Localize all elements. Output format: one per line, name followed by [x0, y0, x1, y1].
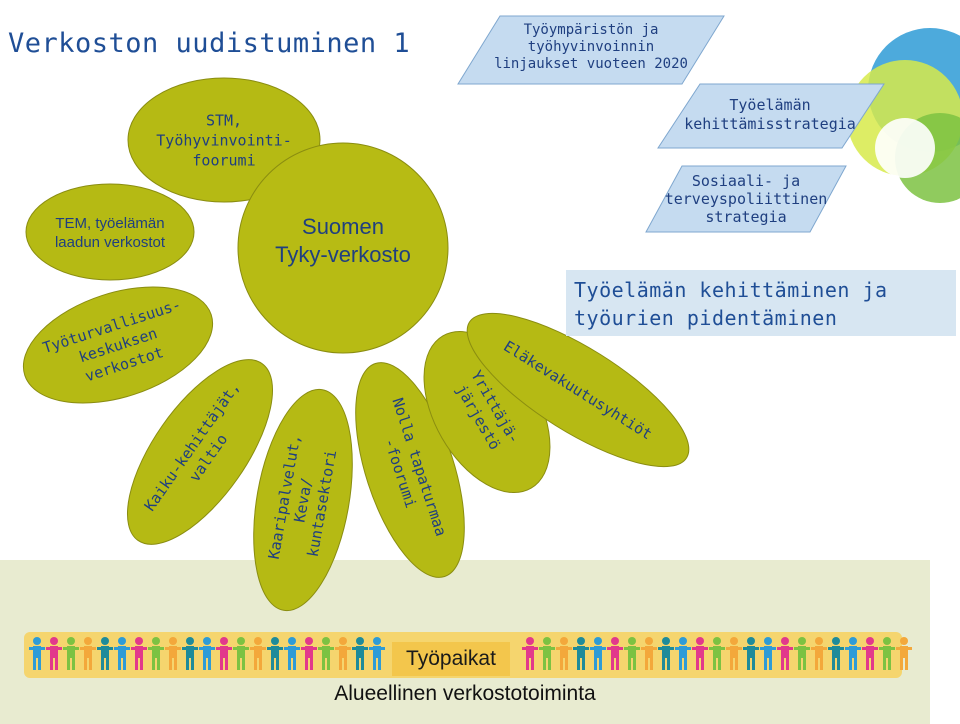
petal-stm-label-line: foorumi [192, 151, 255, 169]
person-icon [250, 637, 266, 670]
highlight-line-2: työurien pidentäminen [574, 306, 838, 330]
center-label-line-2: Tyky-verkosto [275, 242, 411, 267]
person-icon [726, 637, 742, 670]
parallelogram-text-sosiaali: Sosiaali- ja terveyspoliittinen strategi… [656, 172, 836, 226]
person-icon [148, 637, 164, 670]
person-icon [233, 637, 249, 670]
parallelogram-sosiaali-strategia [645, 165, 847, 233]
petal-nolla-tapaturmaa: Nolla tapaturmaa-foorumi [355, 362, 465, 578]
people-row [29, 637, 912, 670]
petal-kaiku-shape [126, 359, 274, 545]
person-icon [828, 637, 844, 670]
person-icon [267, 637, 283, 670]
sosiaali-line-3: strategia [705, 208, 787, 226]
petal-stm-label-line: Työhyvinvointi- [156, 131, 291, 149]
person-icon [845, 637, 861, 670]
petal-stm-label-line: STM, [206, 111, 242, 129]
petal-kaiku: Kaiku-kehittäjät,valtio [126, 359, 274, 545]
person-icon [80, 637, 96, 670]
person-icon [165, 637, 181, 670]
regional-label-text: Alueellinen verkostotoiminta [334, 682, 596, 705]
petal-tem-label-line: TEM, työelämän [55, 215, 164, 232]
person-icon [590, 637, 606, 670]
petal-nolla-tapaturmaa-shape [355, 362, 465, 578]
highlight-box: Työelämän kehittäminen ja työurien piden… [566, 270, 956, 336]
parallelogram-text-kehittamisstrategia: Työelämän kehittämisstrategia [670, 96, 870, 134]
person-icon [709, 637, 725, 670]
linjaukset-line-1: Työympäristön ja [523, 22, 659, 38]
petal-elakevakuutus-shape [466, 312, 690, 468]
linjaukset-line-3: linjaukset vuoteen 2020 [494, 56, 688, 72]
petal-elakevakuutus: Eläkevakuutusyhtiöt [466, 312, 690, 468]
page-title: Verkoston uudistuminen 1 [8, 28, 411, 59]
petal-kaaripalvelut: Kaaripalvelut,Keva/kuntasektori [253, 388, 353, 612]
linjaukset-line-2: työhyvinvoinnin [527, 39, 655, 55]
person-icon [46, 637, 62, 670]
person-icon [743, 637, 759, 670]
person-icon [624, 637, 640, 670]
person-icon [284, 637, 300, 670]
person-icon [607, 637, 623, 670]
parallelogram-linjaukset [457, 15, 725, 85]
person-icon [658, 637, 674, 670]
kehittamis-line-1: Työelämän [729, 96, 811, 114]
person-icon [131, 637, 147, 670]
person-icon [794, 637, 810, 670]
person-icon [114, 637, 130, 670]
center-circle [237, 142, 449, 354]
workplace-label: Työpaikat [392, 642, 510, 676]
person-icon [573, 637, 589, 670]
person-icon [556, 637, 572, 670]
regional-label: Alueellinen verkostotoiminta [0, 682, 930, 706]
person-icon [522, 637, 538, 670]
person-icon [301, 637, 317, 670]
parallelogram-kehittamisstrategia [657, 83, 885, 149]
person-icon [811, 637, 827, 670]
person-icon [675, 637, 691, 670]
person-icon [369, 637, 385, 670]
person-icon [97, 637, 113, 670]
kehittamis-line-2: kehittämisstrategia [684, 115, 856, 133]
person-icon [896, 637, 912, 670]
person-icon [777, 637, 793, 670]
center-label-line-1: Suomen [302, 214, 384, 239]
person-icon [879, 637, 895, 670]
person-icon [641, 637, 657, 670]
person-icon [29, 637, 45, 670]
petal-tem-shape [25, 183, 195, 281]
person-icon [63, 637, 79, 670]
person-icon [352, 637, 368, 670]
person-icon [199, 637, 215, 670]
petal-tem-label-line: laadun verkostot [55, 234, 166, 251]
parallelogram-text-linjaukset: Työympäristön ja työhyvinvoinnin linjauk… [476, 22, 706, 73]
person-icon [318, 637, 334, 670]
person-icon [539, 637, 555, 670]
petal-tem: TEM, työelämän laadun verkostot [25, 183, 195, 281]
person-icon [692, 637, 708, 670]
person-icon [182, 637, 198, 670]
sosiaali-line-2: terveyspoliittinen [664, 190, 828, 208]
sosiaali-line-1: Sosiaali- ja [691, 172, 801, 190]
person-icon [216, 637, 232, 670]
person-icon [760, 637, 776, 670]
person-icon [335, 637, 351, 670]
petal-kaaripalvelut-shape [253, 388, 353, 612]
highlight-line-1: Työelämän kehittäminen ja [574, 278, 888, 302]
petal-tyoturvallisuus-shape [22, 286, 214, 404]
person-icon [862, 637, 878, 670]
decor-circle-white [875, 118, 935, 178]
